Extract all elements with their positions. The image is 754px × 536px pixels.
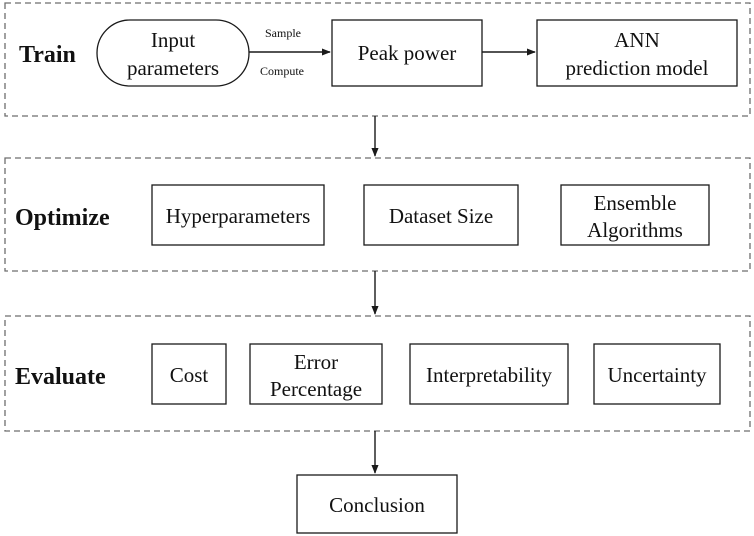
stage-title-optimize: Optimize	[15, 205, 110, 231]
ann-model-label-line2: prediction model	[566, 56, 709, 80]
cost-node	[151, 343, 227, 405]
input-parameters-label-line1: Input	[151, 28, 195, 52]
conclusion-node	[296, 474, 458, 534]
stage-title-evaluate: Evaluate	[15, 364, 106, 390]
ann-model-label-line1: ANN	[614, 28, 660, 52]
dataset-size-node	[363, 184, 519, 246]
evaluate-stage-box	[4, 315, 751, 432]
input-parameters-node	[96, 19, 250, 87]
peak-power-label: Peak power	[358, 41, 457, 65]
hyperparameters-node	[151, 184, 325, 246]
cost-label: Cost	[170, 363, 209, 387]
hyperparameters-label: Hyperparameters	[166, 204, 311, 228]
error-percentage-label-line2: Percentage	[270, 377, 362, 401]
error-percentage-node	[249, 343, 383, 405]
interpretability-node	[409, 343, 569, 405]
ensemble-algorithms-label-line2: Algorithms	[587, 218, 683, 242]
input-parameters-label-line2: parameters	[127, 56, 219, 80]
uncertainty-node	[593, 343, 721, 405]
ann-model-node	[536, 19, 738, 87]
uncertainty-label: Uncertainty	[607, 363, 707, 387]
error-percentage-label-line1: Error	[294, 350, 338, 374]
ensemble-algorithms-label-line1: Ensemble	[594, 191, 677, 215]
edge-label-compute: Compute	[260, 64, 304, 78]
ensemble-algorithms-node	[560, 184, 710, 246]
conclusion-label: Conclusion	[329, 493, 425, 517]
edge-label-sample: Sample	[265, 26, 301, 40]
peak-power-node	[331, 19, 483, 87]
interpretability-label: Interpretability	[426, 363, 552, 387]
train-stage-box	[4, 2, 751, 117]
dataset-size-label: Dataset Size	[389, 204, 493, 228]
optimize-stage-box	[4, 157, 751, 272]
stage-title-train: Train	[19, 42, 76, 68]
